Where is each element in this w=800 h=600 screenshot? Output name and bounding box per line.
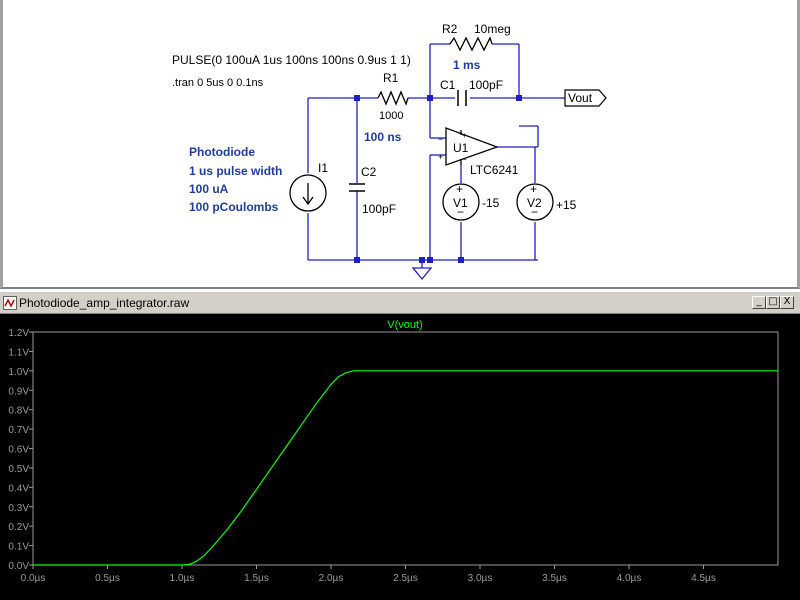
r2-value: 10meg xyxy=(474,22,511,36)
waveform-app-icon xyxy=(3,296,17,315)
svg-text:−: − xyxy=(462,155,467,164)
current-source-i1[interactable] xyxy=(289,174,327,212)
x-axis: 0.0µs 0.5µs 1.0µs 1.5µs 2.0µs 2.5µs 3.0µs 3.5µs… xyxy=(21,565,716,584)
vout-label: Vout xyxy=(568,91,593,105)
v1-value: -15 xyxy=(482,196,500,210)
pulse-directive[interactable]: PULSE(0 100uA 1us 100ns 100ns 0.9us 1 1) xyxy=(172,53,411,67)
y-tick-label: 0.5V xyxy=(8,464,29,475)
x-tick-label: 2.5µs xyxy=(393,573,418,584)
svg-text:+: + xyxy=(438,152,443,162)
voltage-source-v1[interactable]: + − xyxy=(442,182,480,221)
close-button[interactable]: X xyxy=(780,296,794,309)
y-tick-label: 0.4V xyxy=(8,483,29,494)
y-tick-label: 0.9V xyxy=(8,386,29,397)
annotation-100ns[interactable]: 100 ns xyxy=(364,130,402,144)
y-tick-label: 1.2V xyxy=(8,328,29,339)
waveform-window[interactable]: Photodiode_amp_integrator.raw _ □ X V(vo… xyxy=(0,292,800,600)
voltage-source-v2[interactable]: + − xyxy=(516,182,554,221)
capacitor-c1[interactable] xyxy=(457,90,467,106)
schematic-canvas[interactable]: − + + − + − + − PULSE(0 100uA 1us 100ns … xyxy=(0,0,800,289)
x-tick-label: 3.5µs xyxy=(542,573,567,584)
svg-text:+: + xyxy=(530,182,537,196)
x-tick-label: 4.5µs xyxy=(691,573,716,584)
y-tick-label: 0.3V xyxy=(8,503,29,514)
v2-name: V2 xyxy=(527,196,542,210)
x-tick-label: 2.0µs xyxy=(319,573,344,584)
waveform-title: Photodiode_amp_integrator.raw xyxy=(19,296,190,310)
x-tick-label: 3.0µs xyxy=(468,573,493,584)
x-tick-label: 0.0µs xyxy=(21,573,46,584)
maximize-button[interactable]: □ xyxy=(766,296,780,309)
v1-name: V1 xyxy=(453,196,468,210)
plot-background xyxy=(0,314,800,600)
comment-line-1[interactable]: Photodiode xyxy=(189,145,255,159)
annotation-1ms[interactable]: 1 ms xyxy=(453,58,481,72)
resistor-r1[interactable] xyxy=(377,90,409,106)
y-tick-label: 0.2V xyxy=(8,522,29,533)
junction-dots xyxy=(354,95,522,263)
ground-symbol[interactable] xyxy=(411,267,433,281)
svg-text:−: − xyxy=(531,205,538,219)
series-line-vout[interactable] xyxy=(33,370,778,566)
minimize-button[interactable]: _ xyxy=(752,296,766,309)
y-tick-label: 1.0V xyxy=(8,367,29,378)
v2-value: +15 xyxy=(556,198,577,212)
resistor-r2[interactable] xyxy=(449,36,493,52)
y-tick-label: 0.1V xyxy=(8,542,29,553)
c1-name: C1 xyxy=(440,78,456,92)
y-tick-label: 0.0V xyxy=(8,561,29,572)
c2-value: 100pF xyxy=(362,202,396,216)
y-tick-label: 0.8V xyxy=(8,406,29,417)
vout-net-flag[interactable] xyxy=(564,89,607,107)
waveform-titlebar[interactable]: Photodiode_amp_integrator.raw _ □ X xyxy=(0,292,800,314)
waveform-plot[interactable]: V(vout) 0.0V 0.1V 0.2V 0.3V 0.4V 0.5V 0.6V 0.7V… xyxy=(0,314,800,600)
i1-name: I1 xyxy=(318,161,328,175)
svg-text:+: + xyxy=(456,182,463,196)
x-tick-label: 4.0µs xyxy=(617,573,642,584)
svg-text:−: − xyxy=(457,205,464,219)
comment-line-3[interactable]: 100 uA xyxy=(189,182,229,196)
tran-directive[interactable]: .tran 0 5us 0 0.1ns xyxy=(172,77,264,89)
x-tick-label: 0.5µs xyxy=(95,573,120,584)
x-tick-label: 1.0µs xyxy=(170,573,195,584)
y-tick-label: 0.6V xyxy=(8,445,29,456)
schematic-editor[interactable]: − + + − + − + − PULSE(0 100uA 1us 100ns … xyxy=(0,0,800,289)
capacitor-c2[interactable] xyxy=(349,183,365,192)
u1-part: LTC6241 xyxy=(470,163,519,177)
opamp-u1[interactable]: − + + − xyxy=(438,127,499,166)
trace-title[interactable]: V(vout) xyxy=(387,319,422,331)
svg-text:+: + xyxy=(462,131,467,140)
svg-text:−: − xyxy=(438,134,443,144)
x-tick-label: 1.5µs xyxy=(244,573,269,584)
y-axis: 0.0V 0.1V 0.2V 0.3V 0.4V 0.5V 0.6V 0.7V 0.8V 0.9V… xyxy=(8,328,33,572)
comment-line-4[interactable]: 100 pCoulombs xyxy=(189,200,279,214)
u1-name: U1 xyxy=(453,141,469,155)
r1-value: 1000 xyxy=(379,110,403,122)
c1-value: 100pF xyxy=(469,78,503,92)
r2-name: R2 xyxy=(442,22,458,36)
y-tick-label: 0.7V xyxy=(8,425,29,436)
y-tick-label: 1.1V xyxy=(8,347,29,358)
r1-name: R1 xyxy=(383,71,399,85)
schematic-wires xyxy=(307,43,604,268)
comment-line-2[interactable]: 1 us pulse width xyxy=(189,164,282,178)
series-layer xyxy=(33,370,778,566)
c2-name: C2 xyxy=(361,165,377,179)
